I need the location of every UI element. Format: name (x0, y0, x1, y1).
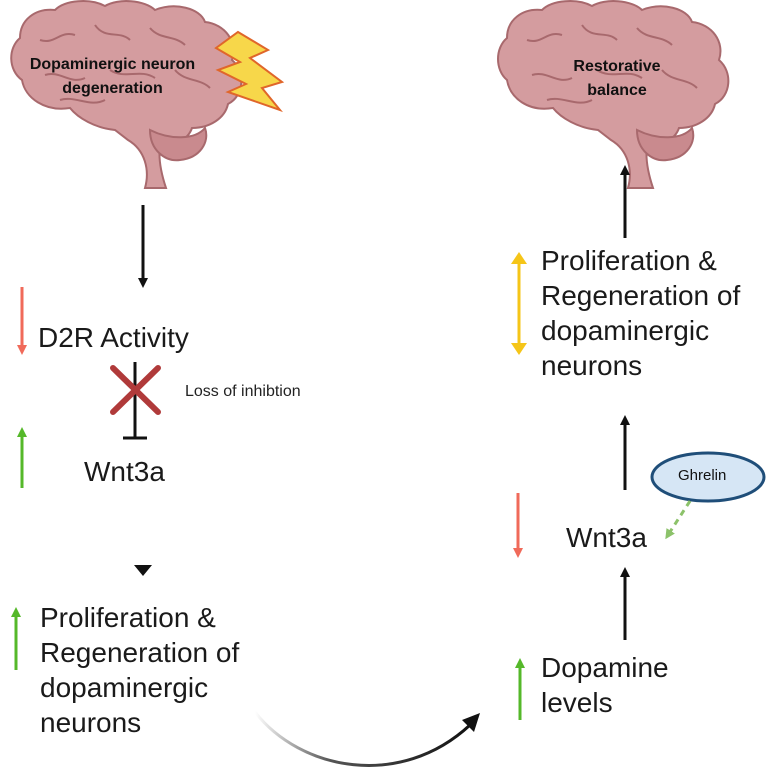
right-prolif-line4: neurons (541, 350, 643, 381)
left-prolif-line4: neurons (40, 707, 142, 738)
right-brain-label-line2: balance (587, 82, 647, 99)
ghrelin-arrow (665, 500, 692, 540)
right-brain-label: Restorative balance (532, 58, 702, 100)
right-wnt3a-label: Wnt3a (566, 522, 647, 553)
dopamine-levels-label: Dopamine levels (541, 650, 669, 720)
ghrelin-node (650, 451, 766, 503)
left-prolif-line3: dopaminergic (40, 672, 209, 703)
right-prolif-line3: dopaminergic (541, 315, 710, 346)
left-brain-label-line1: Dopaminergic neuron (29, 56, 196, 73)
left-brain-label-line2: degeneration (62, 80, 163, 97)
left-prolif-line2: Regeneration of (40, 637, 240, 668)
curved-arrow (253, 711, 472, 767)
right-prolif-line1: Proliferation & (541, 245, 717, 276)
left-prolif-line1: Proliferation & (40, 602, 216, 633)
ghrelin-label: Ghrelin (678, 467, 727, 484)
right-prolif-line2: Regeneration of (541, 280, 741, 311)
dopamine-line2: levels (541, 687, 613, 718)
brain-icon (10, 0, 243, 189)
left-wnt3a-label: Wnt3a (84, 456, 165, 487)
arrow-wnt-to-prolif-head (134, 565, 152, 576)
dopamine-line1: Dopamine (541, 652, 669, 683)
prolif-both-arrow-top (511, 252, 527, 264)
brain-icon (497, 0, 730, 189)
d2r-activity-label: D2R Activity (38, 322, 189, 353)
right-proliferation-label: Proliferation & Regeneration of dopamine… (541, 243, 740, 383)
left-proliferation-label: Proliferation & Regeneration of dopamine… (40, 600, 239, 740)
loss-of-inhibition-label: Loss of inhibtion (185, 383, 301, 400)
curved-arrow-head (462, 713, 480, 732)
left-brain-label: Dopaminergic neuron degeneration (0, 56, 225, 98)
inhibition-x-icon (110, 365, 161, 415)
prolif-both-arrow-bottom (511, 343, 527, 355)
lightning-icon (214, 30, 285, 113)
right-brain-label-line1: Restorative (573, 58, 661, 75)
